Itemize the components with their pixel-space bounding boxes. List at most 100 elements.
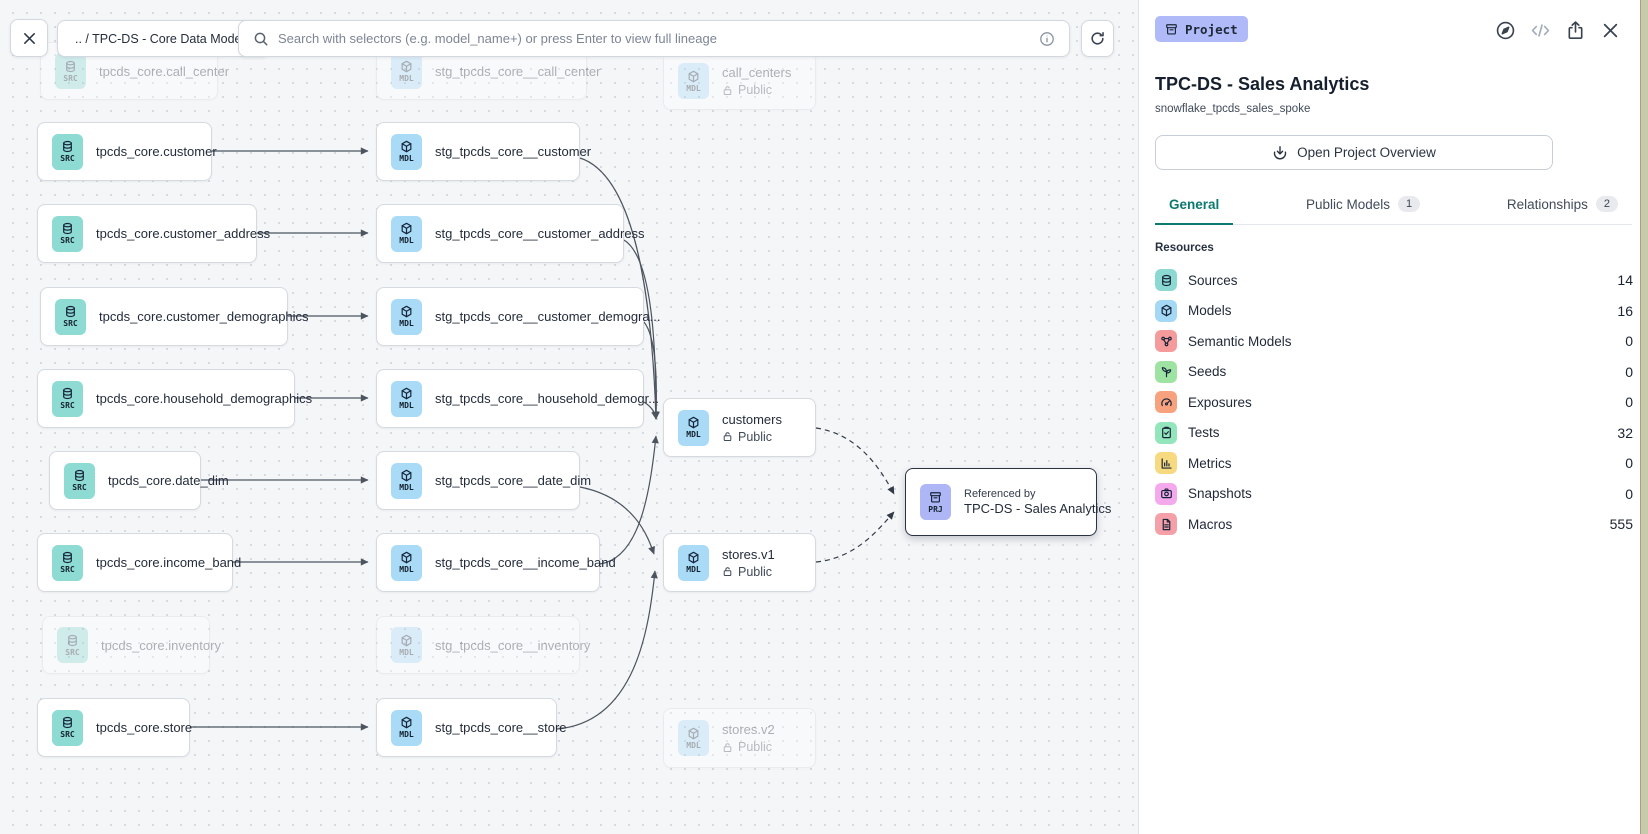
open-overview-label: Open Project Overview xyxy=(1297,145,1436,160)
resource-row-seeds[interactable]: Seeds 0 xyxy=(1155,357,1633,388)
project-subtitle: snowflake_tpcds_sales_spoke xyxy=(1155,103,1310,115)
tab-count-badge: 1 xyxy=(1398,196,1420,212)
graph-node-pub-call-centers[interactable]: MDLcall_centersPublic xyxy=(663,52,816,110)
graph-node-mdl-income-band[interactable]: MDLstg_tpcds_core__income_band xyxy=(376,533,600,592)
node-labels: tpcds_core.customer xyxy=(96,144,217,159)
tab-public-models[interactable]: Public Models 1 xyxy=(1292,190,1434,225)
lineage-canvas[interactable]: SRCtpcds_core.call_centerMDLstg_tpcds_co… xyxy=(0,0,1139,834)
resource-count: 14 xyxy=(1617,272,1633,288)
node-labels: tpcds_core.household_demographics xyxy=(96,391,312,406)
search-bar[interactable] xyxy=(238,20,1070,57)
project-badge-label: Project xyxy=(1185,22,1238,37)
graph-node-src-inventory[interactable]: SRCtpcds_core.inventory xyxy=(42,616,210,674)
resource-row-snapshots[interactable]: Snapshots 0 xyxy=(1155,479,1633,510)
src-badge: SRC xyxy=(55,299,86,335)
close-lineage-button[interactable] xyxy=(10,19,48,57)
graph-node-mdl-customer-address[interactable]: MDLstg_tpcds_core__customer_address xyxy=(376,204,624,263)
resource-row-tests[interactable]: Tests 32 xyxy=(1155,418,1633,449)
src-badge: SRC xyxy=(57,627,88,663)
tab-label: General xyxy=(1169,197,1219,212)
refresh-lineage-button[interactable] xyxy=(1081,20,1114,57)
resource-label: Exposures xyxy=(1188,395,1614,410)
graph-node-mdl-customer[interactable]: MDLstg_tpcds_core__customer xyxy=(376,122,580,181)
graph-node-mdl-store[interactable]: MDLstg_tpcds_core__store xyxy=(376,698,557,757)
mdl-badge: MDL xyxy=(391,545,422,581)
breadcrumb-label: .. / TPC-DS - Core Data Models xyxy=(75,32,251,46)
graph-node-pub-customers[interactable]: MDLcustomersPublic xyxy=(663,398,816,457)
refresh-icon xyxy=(1089,30,1106,47)
graph-node-src-customer[interactable]: SRCtpcds_core.customer xyxy=(37,122,212,181)
share-button[interactable] xyxy=(1564,19,1586,41)
node-title: call_centers xyxy=(722,65,791,80)
search-input[interactable] xyxy=(278,31,1030,46)
graph-node-mdl-customer-demographics[interactable]: MDLstg_tpcds_core__customer_demogra... xyxy=(376,287,644,346)
mdl-badge: MDL xyxy=(391,381,422,417)
node-title: stg_tpcds_core__call_center xyxy=(435,64,601,79)
node-title: tpcds_core.call_center xyxy=(99,64,229,79)
graph-node-src-income-band[interactable]: SRCtpcds_core.income_band xyxy=(37,533,233,592)
graph-node-src-customer-address[interactable]: SRCtpcds_core.customer_address xyxy=(37,204,257,263)
mdl-badge: MDL xyxy=(678,545,709,581)
node-title: stg_tpcds_core__customer xyxy=(435,144,591,159)
breadcrumb[interactable]: .. / TPC-DS - Core Data Models xyxy=(57,20,269,57)
src-badge: SRC xyxy=(64,463,95,499)
mdl-badge: MDL xyxy=(678,410,709,446)
graph-node-mdl-household-demographics[interactable]: MDLstg_tpcds_core__household_demogr... xyxy=(376,369,644,428)
graph-node-pub-stores-v1[interactable]: MDLstores.v1Public xyxy=(663,533,816,592)
tab-label: Relationships xyxy=(1507,197,1588,212)
node-title: tpcds_core.date_dim xyxy=(108,473,229,488)
resource-row-macros[interactable]: Macros 555 xyxy=(1155,509,1633,540)
graph-node-mdl-inventory[interactable]: MDLstg_tpcds_core__inventory xyxy=(376,616,580,674)
node-labels: tpcds_core.customer_address xyxy=(96,226,270,241)
share-icon xyxy=(1565,20,1586,41)
graph-node-src-household-demographics[interactable]: SRCtpcds_core.household_demographics xyxy=(37,369,295,428)
close-icon xyxy=(1600,20,1621,41)
node-title: stg_tpcds_core__date_dim xyxy=(435,473,591,488)
src-badge: SRC xyxy=(52,134,83,170)
resource-count: 0 xyxy=(1625,486,1633,502)
graph-node-pub-stores-v2[interactable]: MDLstores.v2Public xyxy=(663,708,816,768)
graph-node-src-customer-demographics[interactable]: SRCtpcds_core.customer_demographics xyxy=(40,287,288,346)
resource-row-sources[interactable]: Sources 14 xyxy=(1155,265,1633,296)
node-title: stg_tpcds_core__customer_address xyxy=(435,226,645,241)
node-title: tpcds_core.store xyxy=(96,720,192,735)
tab-relationships[interactable]: Relationships2 xyxy=(1493,190,1632,225)
code-button[interactable] xyxy=(1529,19,1551,41)
node-title: tpcds_core.customer_address xyxy=(96,226,270,241)
resource-row-semantic-models[interactable]: Semantic Models 0 xyxy=(1155,326,1633,357)
node-title: tpcds_core.customer_demographics xyxy=(99,309,309,324)
mdl-badge: MDL xyxy=(391,216,422,252)
mdl-badge: MDL xyxy=(391,53,422,89)
resource-label: Macros xyxy=(1188,517,1599,532)
node-labels: stg_tpcds_core__customer xyxy=(435,144,591,159)
node-labels: stg_tpcds_core__call_center xyxy=(435,64,601,79)
node-access: Public xyxy=(722,565,775,579)
graph-node-src-store[interactable]: SRCtpcds_core.store xyxy=(37,698,190,757)
tab-label: Public Models xyxy=(1306,197,1390,212)
resource-row-models[interactable]: Models 16 xyxy=(1155,296,1633,327)
tab-general[interactable]: General xyxy=(1155,190,1233,225)
search-icon xyxy=(253,31,269,47)
resource-row-metrics[interactable]: Metrics 0 xyxy=(1155,448,1633,479)
close-panel-button[interactable] xyxy=(1599,19,1621,41)
resource-label: Snapshots xyxy=(1188,486,1614,501)
resource-label: Tests xyxy=(1188,425,1606,440)
resource-label: Seeds xyxy=(1188,364,1614,379)
node-labels: stg_tpcds_core__customer_demogra... xyxy=(435,309,660,324)
graph-node-src-date-dim[interactable]: SRCtpcds_core.date_dim xyxy=(49,451,201,510)
mdl-badge: MDL xyxy=(678,63,709,99)
node-labels: Referenced byTPC-DS - Sales Analytics xyxy=(964,488,1111,516)
info-icon[interactable] xyxy=(1039,31,1055,47)
open-project-overview-button[interactable]: Open Project Overview xyxy=(1155,135,1553,170)
resource-row-exposures[interactable]: Exposures 0 xyxy=(1155,387,1633,418)
src-badge: SRC xyxy=(52,381,83,417)
resource-count: 0 xyxy=(1625,364,1633,380)
mdl-badge: MDL xyxy=(391,627,422,663)
page-scrollbar[interactable] xyxy=(1640,0,1648,834)
node-access: Public xyxy=(722,430,782,444)
explore-button[interactable] xyxy=(1494,19,1516,41)
graph-node-mdl-date-dim[interactable]: MDLstg_tpcds_core__date_dim xyxy=(376,451,580,510)
gauge-icon xyxy=(1155,391,1177,413)
node-labels: tpcds_core.store xyxy=(96,720,192,735)
graph-node-prj-referenced[interactable]: PRJReferenced byTPC-DS - Sales Analytics xyxy=(905,468,1097,536)
